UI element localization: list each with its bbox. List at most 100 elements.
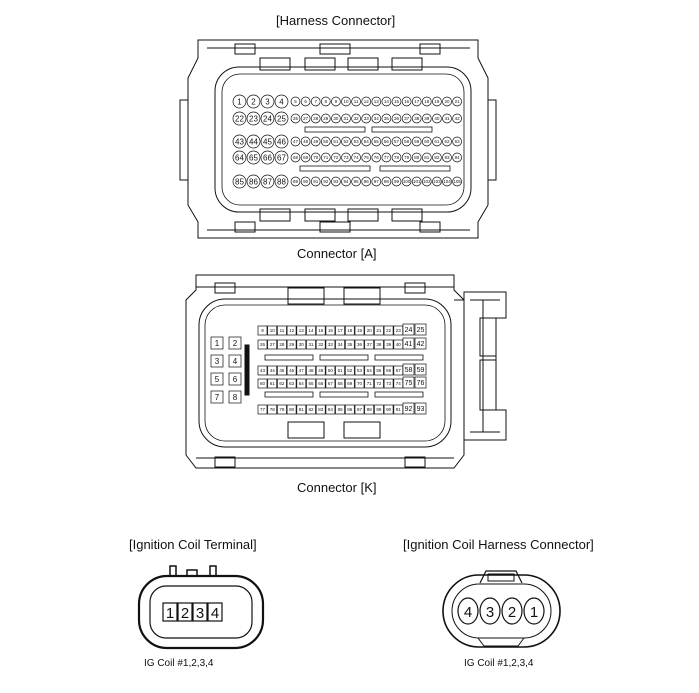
svg-text:84: 84 bbox=[328, 407, 334, 412]
svg-text:26: 26 bbox=[260, 342, 266, 347]
svg-text:25: 25 bbox=[277, 114, 286, 123]
connector-k-pin-88: 88 bbox=[364, 404, 375, 415]
svg-text:96: 96 bbox=[364, 179, 370, 184]
svg-text:62: 62 bbox=[279, 381, 285, 386]
connector-a-pin-63: 63 bbox=[452, 136, 462, 147]
connector-k-pin-67: 67 bbox=[325, 378, 336, 389]
svg-text:54: 54 bbox=[364, 139, 370, 144]
connector-a-slot bbox=[304, 126, 366, 133]
svg-text:51: 51 bbox=[333, 139, 339, 144]
connector-k-pin-62: 62 bbox=[277, 378, 287, 389]
svg-text:75: 75 bbox=[405, 380, 413, 387]
connector-k-pin-87: 87 bbox=[354, 404, 365, 415]
connector-a-pin-44: 44 bbox=[246, 134, 261, 149]
svg-text:5: 5 bbox=[215, 375, 220, 384]
connector-k-pin-78: 78 bbox=[267, 404, 278, 415]
connector-k-slot bbox=[319, 354, 369, 361]
connector-a-pin-54: 54 bbox=[361, 136, 372, 147]
connector-a-pin-15: 15 bbox=[391, 96, 402, 107]
svg-text:90: 90 bbox=[386, 407, 392, 412]
connector-k-pin-54: 54 bbox=[364, 365, 375, 376]
connector-a-pin-48: 48 bbox=[300, 136, 311, 147]
svg-text:18: 18 bbox=[424, 99, 430, 104]
connector-a-pin-49: 49 bbox=[310, 136, 321, 147]
svg-text:54: 54 bbox=[367, 368, 373, 373]
svg-text:75: 75 bbox=[364, 155, 370, 160]
connector-a-pin-61: 61 bbox=[432, 136, 442, 147]
connector-a-pin-103: 103 bbox=[432, 176, 442, 187]
connector-a-pin-95: 95 bbox=[351, 176, 361, 187]
connector-a-pin-62: 62 bbox=[442, 136, 452, 147]
connector-a-pin-20: 20 bbox=[442, 96, 452, 107]
connector-a-pin-96: 96 bbox=[361, 176, 372, 187]
connector-k-pin-29: 29 bbox=[286, 339, 297, 350]
connector-a-caption: Connector [A] bbox=[297, 246, 377, 261]
svg-text:28: 28 bbox=[313, 116, 319, 121]
svg-text:47: 47 bbox=[293, 139, 299, 144]
svg-text:2: 2 bbox=[181, 605, 189, 622]
connector-k-pin-3: 3 bbox=[210, 354, 224, 368]
connector-k-pin-52: 52 bbox=[344, 365, 355, 376]
svg-text:3: 3 bbox=[196, 605, 204, 622]
svg-text:21: 21 bbox=[376, 328, 382, 333]
connector-k-pin-36: 36 bbox=[354, 339, 365, 350]
connector-a-pin-51: 51 bbox=[331, 136, 341, 147]
svg-text:91: 91 bbox=[313, 179, 319, 184]
svg-text:78: 78 bbox=[270, 407, 276, 412]
svg-text:10: 10 bbox=[270, 328, 276, 333]
svg-text:55: 55 bbox=[374, 139, 380, 144]
harness-connector-title: [Harness Connector] bbox=[276, 13, 396, 28]
connector-a-pin-88: 88 bbox=[274, 174, 289, 189]
connector-a-pin-97: 97 bbox=[371, 176, 382, 187]
svg-text:3: 3 bbox=[265, 97, 270, 106]
svg-text:19: 19 bbox=[357, 328, 363, 333]
svg-text:35: 35 bbox=[347, 342, 353, 347]
connector-k-pin-66: 66 bbox=[315, 378, 326, 389]
svg-text:99: 99 bbox=[394, 179, 400, 184]
connector-k-pin-47: 47 bbox=[296, 365, 307, 376]
svg-text:50: 50 bbox=[323, 139, 329, 144]
connector-a-pin-89: 89 bbox=[290, 176, 301, 187]
svg-text:65: 65 bbox=[308, 381, 314, 386]
connector-a-pin-25: 25 bbox=[274, 111, 289, 126]
svg-text:81: 81 bbox=[299, 407, 305, 412]
connector-a-pin-41: 41 bbox=[442, 113, 452, 124]
svg-text:13: 13 bbox=[299, 328, 305, 333]
svg-text:91: 91 bbox=[396, 407, 402, 412]
connector-k-pin-32: 32 bbox=[315, 339, 326, 350]
connector-k-pin-28: 28 bbox=[277, 339, 287, 350]
connector-k-pin-73: 73 bbox=[383, 378, 394, 389]
connector-a-pin-35: 35 bbox=[381, 113, 392, 124]
svg-text:63: 63 bbox=[455, 139, 461, 144]
connector-k-pin-27: 27 bbox=[267, 339, 278, 350]
svg-text:82: 82 bbox=[434, 155, 440, 160]
connector-k-pin-69: 69 bbox=[344, 378, 355, 389]
connector-a-pin-64: 64 bbox=[232, 150, 247, 165]
svg-text:36: 36 bbox=[394, 116, 400, 121]
connector-k-pin-79: 79 bbox=[277, 404, 287, 415]
svg-text:89: 89 bbox=[293, 179, 299, 184]
svg-text:51: 51 bbox=[338, 368, 344, 373]
svg-text:52: 52 bbox=[347, 368, 353, 373]
svg-text:29: 29 bbox=[289, 342, 295, 347]
connector-a-pin-5: 5 bbox=[290, 96, 301, 107]
svg-text:9: 9 bbox=[335, 99, 338, 104]
connector-k-slot bbox=[374, 354, 424, 361]
svg-text:15: 15 bbox=[318, 328, 324, 333]
svg-text:70: 70 bbox=[357, 381, 363, 386]
connector-a-pin-39: 39 bbox=[421, 113, 432, 124]
svg-text:76: 76 bbox=[374, 155, 380, 160]
svg-text:45: 45 bbox=[263, 137, 272, 146]
connector-a-pin-78: 78 bbox=[391, 152, 402, 163]
connector-a-pin-53: 53 bbox=[351, 136, 361, 147]
connector-k-pin-7: 7 bbox=[210, 390, 224, 404]
connector-k-pin-77: 77 bbox=[257, 404, 268, 415]
svg-text:58: 58 bbox=[404, 139, 410, 144]
connector-a-pin-1: 1 bbox=[232, 94, 247, 109]
svg-text:27: 27 bbox=[303, 116, 309, 121]
connector-k-pin-46: 46 bbox=[286, 365, 297, 376]
connector-k-pin-92: 92 bbox=[402, 402, 415, 415]
svg-text:2: 2 bbox=[251, 97, 256, 106]
svg-text:66: 66 bbox=[318, 381, 324, 386]
svg-text:32: 32 bbox=[354, 116, 360, 121]
